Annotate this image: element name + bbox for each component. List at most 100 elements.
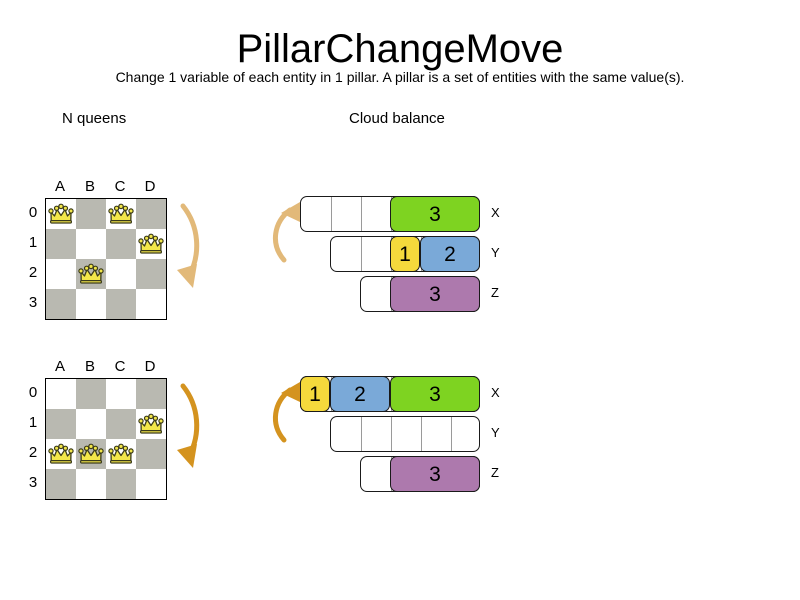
- board-cell-C3[interactable]: [106, 469, 136, 499]
- queen-icon[interactable]: [108, 443, 134, 465]
- curved-arrow-up-icon: [266, 196, 312, 268]
- cloud-bar-row-Y: Y: [260, 416, 520, 452]
- board-column-label-A: A: [54, 358, 65, 375]
- queen-icon[interactable]: [138, 413, 164, 435]
- cloud-bar-divider: [331, 197, 332, 231]
- board-cell-C2[interactable]: [106, 439, 136, 469]
- board-cell-A1[interactable]: [46, 229, 76, 259]
- cloud-bar-divider: [361, 417, 362, 451]
- board-cell-D1[interactable]: [136, 409, 166, 439]
- board-row-label-0: 0: [28, 384, 38, 401]
- queen-icon[interactable]: [48, 443, 74, 465]
- cloud-process-block-Z-3[interactable]: 3: [390, 456, 480, 492]
- board-cell-B0[interactable]: [76, 199, 106, 229]
- queen-icon[interactable]: [78, 443, 104, 465]
- board-cell-D2[interactable]: [136, 259, 166, 289]
- board-row-label-2: 2: [28, 264, 38, 281]
- cloud-bar-divider: [451, 417, 452, 451]
- board-cell-A3[interactable]: [46, 469, 76, 499]
- board-column-label-C: C: [114, 178, 126, 195]
- board-row-label-1: 1: [28, 414, 38, 431]
- cloud-process-block-X-3[interactable]: 3: [390, 376, 480, 412]
- board-column-label-B: B: [84, 178, 95, 195]
- cloud-bar-track-Y[interactable]: [330, 416, 480, 452]
- board-row-label-3: 3: [28, 474, 38, 491]
- cloud-computer-label-X: X: [491, 385, 500, 400]
- board-row-label-2: 2: [28, 444, 38, 461]
- section-heading-nqueens: N queens: [62, 110, 127, 127]
- page-subtitle: Change 1 variable of each entity in 1 pi…: [115, 69, 685, 85]
- board-cell-C1[interactable]: [106, 409, 136, 439]
- board-column-label-C: C: [114, 358, 126, 375]
- board-cell-B3[interactable]: [76, 469, 106, 499]
- board-cell-C2[interactable]: [106, 259, 136, 289]
- board-cell-D0[interactable]: [136, 199, 166, 229]
- curved-arrow-up-icon: [266, 376, 312, 448]
- board-column-label-D: D: [144, 178, 156, 195]
- cloud-process-block-Y-2[interactable]: 2: [420, 236, 480, 272]
- queen-icon[interactable]: [48, 203, 74, 225]
- board-cell-C0[interactable]: [106, 379, 136, 409]
- cloud-computer-label-X: X: [491, 205, 500, 220]
- board-cell-A3[interactable]: [46, 289, 76, 319]
- board-cell-C3[interactable]: [106, 289, 136, 319]
- board-cell-C1[interactable]: [106, 229, 136, 259]
- page-title: PillarChangeMove: [236, 27, 564, 71]
- board-cell-A0[interactable]: [46, 199, 76, 229]
- board-cell-D1[interactable]: [136, 229, 166, 259]
- curved-arrow-down-icon: [163, 376, 211, 476]
- cloud-bar-divider: [391, 417, 392, 451]
- board-cell-B3[interactable]: [76, 289, 106, 319]
- cloud-computer-label-Y: Y: [491, 425, 500, 440]
- queen-icon[interactable]: [108, 203, 134, 225]
- board-grid[interactable]: [45, 198, 167, 320]
- board-column-label-D: D: [144, 358, 156, 375]
- board-row-label-1: 1: [28, 234, 38, 251]
- board-cell-B1[interactable]: [76, 409, 106, 439]
- queen-icon[interactable]: [78, 263, 104, 285]
- board-cell-A2[interactable]: [46, 439, 76, 469]
- board-grid[interactable]: [45, 378, 167, 500]
- board-cell-B2[interactable]: [76, 259, 106, 289]
- board-cell-D3[interactable]: [136, 469, 166, 499]
- board-column-label-A: A: [54, 178, 65, 195]
- board-cell-B2[interactable]: [76, 439, 106, 469]
- cloud-bar-divider: [421, 417, 422, 451]
- queen-icon[interactable]: [138, 233, 164, 255]
- cloud-process-block-Y-1[interactable]: 1: [390, 236, 420, 272]
- cloud-bar-divider: [361, 197, 362, 231]
- section-heading-cloud: Cloud balance: [349, 110, 445, 127]
- cloud-process-block-X-2[interactable]: 2: [330, 376, 390, 412]
- curved-arrow-down-icon: [163, 196, 211, 296]
- cloud-computer-label-Z: Z: [491, 465, 499, 480]
- board-row-label-3: 3: [28, 294, 38, 311]
- board-cell-B0[interactable]: [76, 379, 106, 409]
- board-cell-A2[interactable]: [46, 259, 76, 289]
- board-cell-D0[interactable]: [136, 379, 166, 409]
- cloud-bar-divider: [361, 237, 362, 271]
- board-cell-C0[interactable]: [106, 199, 136, 229]
- cloud-process-block-Z-3[interactable]: 3: [390, 276, 480, 312]
- board-column-labels: A B C D: [45, 178, 165, 198]
- board-cell-D2[interactable]: [136, 439, 166, 469]
- cloud-computer-label-Z: Z: [491, 285, 499, 300]
- board-cell-B1[interactable]: [76, 229, 106, 259]
- board-cell-A1[interactable]: [46, 409, 76, 439]
- cloud-computer-label-Y: Y: [491, 245, 500, 260]
- board-row-labels: 0 1 2 3: [25, 378, 45, 498]
- board-cell-D3[interactable]: [136, 289, 166, 319]
- cloud-process-block-X-1[interactable]: 1: [300, 376, 330, 412]
- board-cell-A0[interactable]: [46, 379, 76, 409]
- cloud-process-block-X-3[interactable]: 3: [390, 196, 480, 232]
